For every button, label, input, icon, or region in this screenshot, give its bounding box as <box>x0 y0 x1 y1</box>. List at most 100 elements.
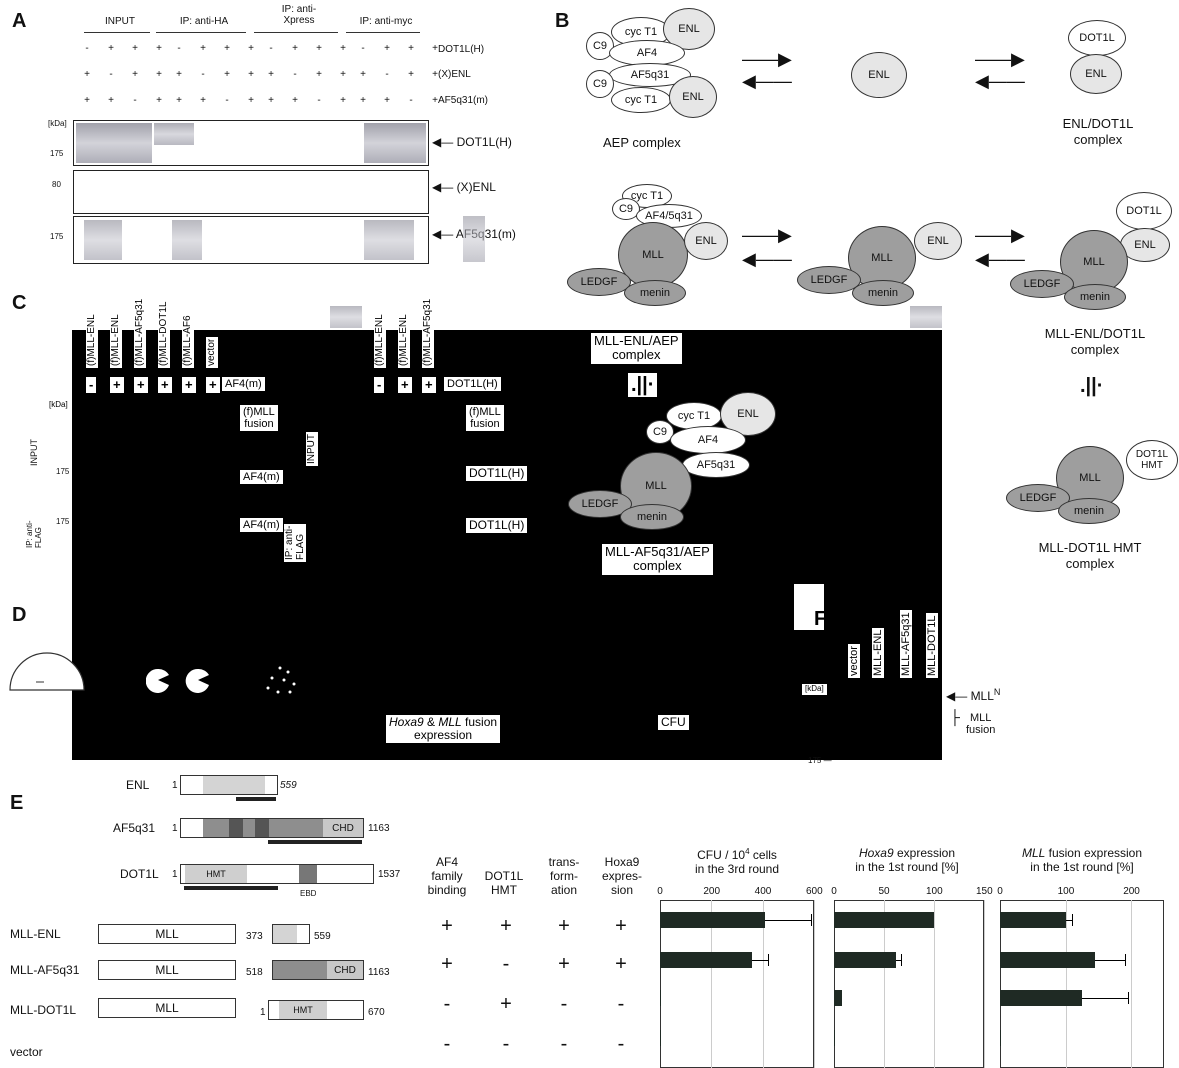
enl-construct-name: ENL <box>126 778 150 792</box>
panel-label-e: E <box>10 792 24 814</box>
panel-a-sign-r1-c13: - <box>385 69 389 80</box>
chart-2-bar-2 <box>1000 990 1082 1006</box>
chart-2-tick-1: 100 <box>1057 886 1075 897</box>
dot1l-end: 1537 <box>378 869 401 880</box>
c-sign-right-1: + <box>398 377 412 394</box>
fusion-bp-2: 518 <box>246 967 263 978</box>
mll-enl-dot1l-label: MLL-ENL/DOT1L complex <box>1044 326 1146 357</box>
enl-oval-4: ENL <box>914 222 962 260</box>
panel-a-sign-r0-c5: + <box>200 43 206 54</box>
fusion-bp-1: 373 <box>246 931 263 942</box>
chart-2-tick-2: 200 <box>1123 886 1140 897</box>
gel-thumb-c1 <box>330 306 362 328</box>
chart-0-errcap-1 <box>767 954 769 966</box>
col-hoxa9: Hoxa9 expres- sion <box>596 855 648 897</box>
c-marker-1: 175 <box>56 467 70 476</box>
c-lane-right-2: (f)MLL-AF5q31 <box>422 296 434 368</box>
chart-0-bar-3 <box>660 1030 661 1046</box>
c-row-af4m: AF4(m) <box>222 377 265 392</box>
chart-2-err-1 <box>1095 960 1125 961</box>
fusion-partner-bar-2: CHD <box>272 960 364 980</box>
c-sign-right-0: - <box>374 377 385 394</box>
panel-a-sign-r0-c7: + <box>248 43 254 54</box>
chart-1-grid-1 <box>884 900 885 1068</box>
c-kda: [kDa] <box>46 400 71 411</box>
chart-0-grid-2 <box>762 900 764 1068</box>
panel-a-header-1: IP: anti-HA <box>179 16 229 27</box>
af5q31-domain-bar: CHD <box>180 818 364 838</box>
blot-dot1l <box>73 120 429 166</box>
chart-2-errcap-1 <box>1124 954 1126 966</box>
panel-a-sign-r0-c10: + <box>316 43 322 54</box>
table-cell-r2-c3: - <box>617 993 625 1015</box>
colony-dots-icon <box>266 666 296 694</box>
panel-a-sign-r0-c15: + <box>432 43 438 54</box>
panel-a-header-line-0 <box>84 32 150 33</box>
arrow-right-3: ——▶ <box>742 225 792 245</box>
col-dot1l-hmt: DOT1L HMT <box>484 869 524 897</box>
ledgf-oval-3: LEDGF <box>1010 270 1074 298</box>
c-sign-left-0: - <box>86 377 97 394</box>
dish-icon <box>9 652 85 691</box>
c-input-vertical: INPUT <box>306 432 318 466</box>
chart-0-bar-2 <box>660 990 661 1006</box>
arrow-left-2: ◀—— <box>975 71 1025 91</box>
panel-a-sign-r1-c4: + <box>176 69 182 80</box>
marker-80-a: 80 <box>52 180 61 189</box>
chart-2-bar-0 <box>1000 912 1066 928</box>
equiv-sign-center: .||· <box>628 373 658 397</box>
arrow-dot1l: ◀— DOT1L(H) <box>432 135 512 149</box>
c-lane-left-5: vector <box>206 336 218 368</box>
panel-a-header-3: IP: anti-myc <box>359 16 413 27</box>
fusion-end-1: 559 <box>314 931 331 942</box>
mll-dot1l-hmt-label: MLL-DOT1L HMT complex <box>1038 540 1142 571</box>
kda-label-a: [kDa] <box>48 119 67 128</box>
af5q31-binding-line <box>268 840 362 844</box>
chart-1-plot <box>834 900 984 1068</box>
ledgf-oval: LEDGF <box>567 268 631 296</box>
c-lane-left-0: (f)MLL-ENL <box>86 312 98 368</box>
panel-a-sign-r2-c11: + <box>340 95 346 106</box>
panel-a-sign-r0-c3: + <box>156 43 162 54</box>
marker-175-a2: 175 <box>50 232 64 241</box>
blot-af5q31 <box>73 216 429 264</box>
dot1l-domain-bar: HMT <box>180 864 374 884</box>
panel-a-sign-r2-c7: + <box>248 95 254 106</box>
panel-a-sign-r1-c12: + <box>360 69 366 80</box>
dot1l-oval-2: DOT1L <box>1116 192 1172 230</box>
af5q31-end: 1163 <box>368 823 390 834</box>
chart-2-err-2 <box>1082 998 1128 999</box>
enl-dot-oval: ENL <box>1070 54 1122 94</box>
f-kda: [kDa] <box>802 684 827 695</box>
panel-a-sign-r2-c1: + <box>108 95 114 106</box>
chart-0-tick-3: 600 <box>806 886 823 897</box>
chart-0-errcap-0 <box>811 914 813 926</box>
table-cell-r3-c1: - <box>502 1033 510 1055</box>
cfu-label: CFU <box>658 715 689 731</box>
panel-a-sign-r0-c9: + <box>292 43 298 54</box>
chart-1-tick-0: 0 <box>831 886 837 897</box>
f-lane-1: MLL-ENL <box>872 627 884 678</box>
equiv-sign-right: .||· <box>1080 375 1104 397</box>
table-cell-r0-c2: + <box>558 915 570 937</box>
gel-thumb <box>463 216 485 262</box>
panel-a-sign-r0-c12: - <box>361 43 365 54</box>
arrow-left-4: ◀—— <box>975 249 1025 269</box>
panel-a-sign-r1-c6: + <box>224 69 230 80</box>
af5q31-construct-name: AF5q31 <box>113 821 156 835</box>
menin-oval-2: menin <box>852 280 914 306</box>
chart-0-bar-1 <box>660 952 753 968</box>
chart-2-plot <box>1000 900 1164 1068</box>
panel-a-sign-r1-c10: + <box>316 69 322 80</box>
chart-2-bar-1 <box>1000 952 1096 968</box>
c-sign-left-1: + <box>110 377 124 394</box>
table-cell-r3-c3: - <box>617 1033 625 1055</box>
chart-1-bar-2 <box>834 990 842 1006</box>
chart-1-grid-2 <box>934 900 935 1068</box>
fusion-partner-bar-3: HMT <box>268 1000 364 1020</box>
panel-a-sign-r0-c0: - <box>85 43 89 54</box>
table-cell-r3-c2: - <box>560 1033 568 1055</box>
panel-a-sign-r2-c3: + <box>156 95 162 106</box>
c-af4m-input: AF4(m) <box>240 470 283 485</box>
arrow-right-1: ——▶ <box>742 49 792 69</box>
